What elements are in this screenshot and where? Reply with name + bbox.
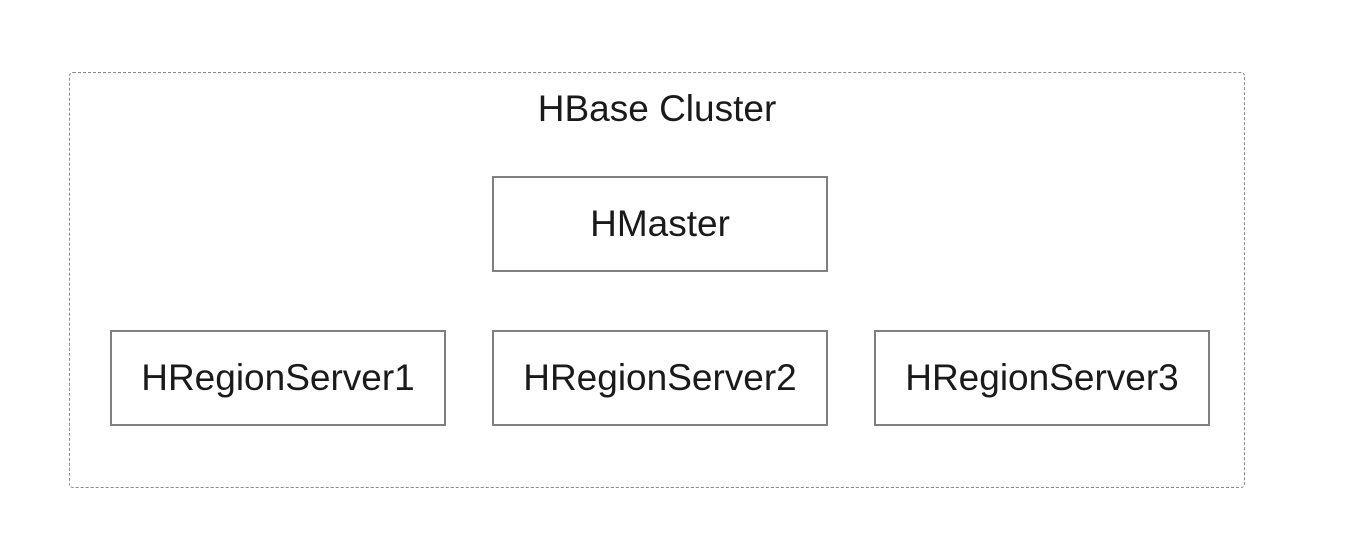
- region-server-node-2: HRegionServer2: [492, 330, 828, 426]
- region-server-label-2: HRegionServer2: [523, 357, 797, 398]
- region-server-label-1: HRegionServer1: [141, 357, 415, 398]
- cluster-title: HBase Cluster: [537, 88, 777, 129]
- hbase-cluster-boundary: [69, 72, 1245, 488]
- hmaster-node: HMaster: [492, 176, 828, 272]
- region-server-node-3: HRegionServer3: [874, 330, 1210, 426]
- hmaster-label: HMaster: [590, 203, 730, 244]
- region-server-label-3: HRegionServer3: [905, 357, 1179, 398]
- region-server-node-1: HRegionServer1: [110, 330, 446, 426]
